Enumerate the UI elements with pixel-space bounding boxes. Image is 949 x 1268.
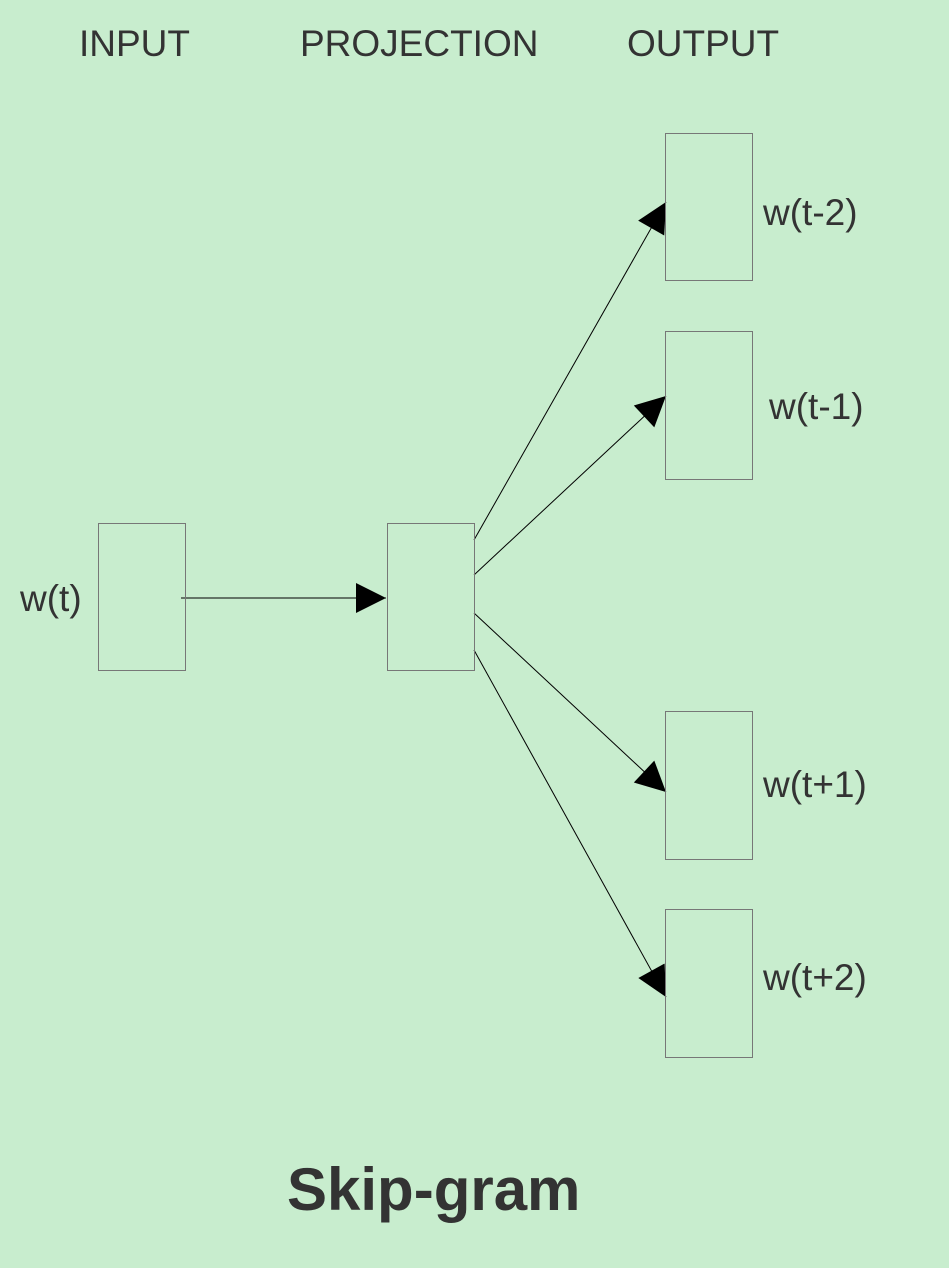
output-word-label: w(t-2) — [762, 192, 858, 233]
projection-node-box — [387, 523, 475, 671]
diagram-title: Skip-gram — [287, 1156, 580, 1223]
input-word-label: w(t) — [19, 578, 82, 619]
heading-input: INPUT — [79, 23, 190, 64]
output-node-box — [665, 331, 753, 480]
output-word-label: w(t+2) — [762, 957, 867, 998]
output-word-label: w(t-1) — [768, 386, 864, 427]
heading-output: OUTPUT — [627, 23, 779, 64]
edge-projection-to-output-3 — [473, 612, 667, 793]
output-word-label: w(t+1) — [762, 764, 867, 805]
heading-projection: PROJECTION — [300, 23, 538, 64]
edge-projection-to-output-2 — [473, 395, 667, 576]
input-node-box — [98, 523, 186, 671]
output-node-box — [665, 711, 753, 860]
edge-projection-to-output-1 — [473, 201, 667, 541]
output-node-box — [665, 133, 753, 281]
output-node-box — [665, 909, 753, 1058]
edge-projection-to-output-4 — [473, 649, 667, 998]
